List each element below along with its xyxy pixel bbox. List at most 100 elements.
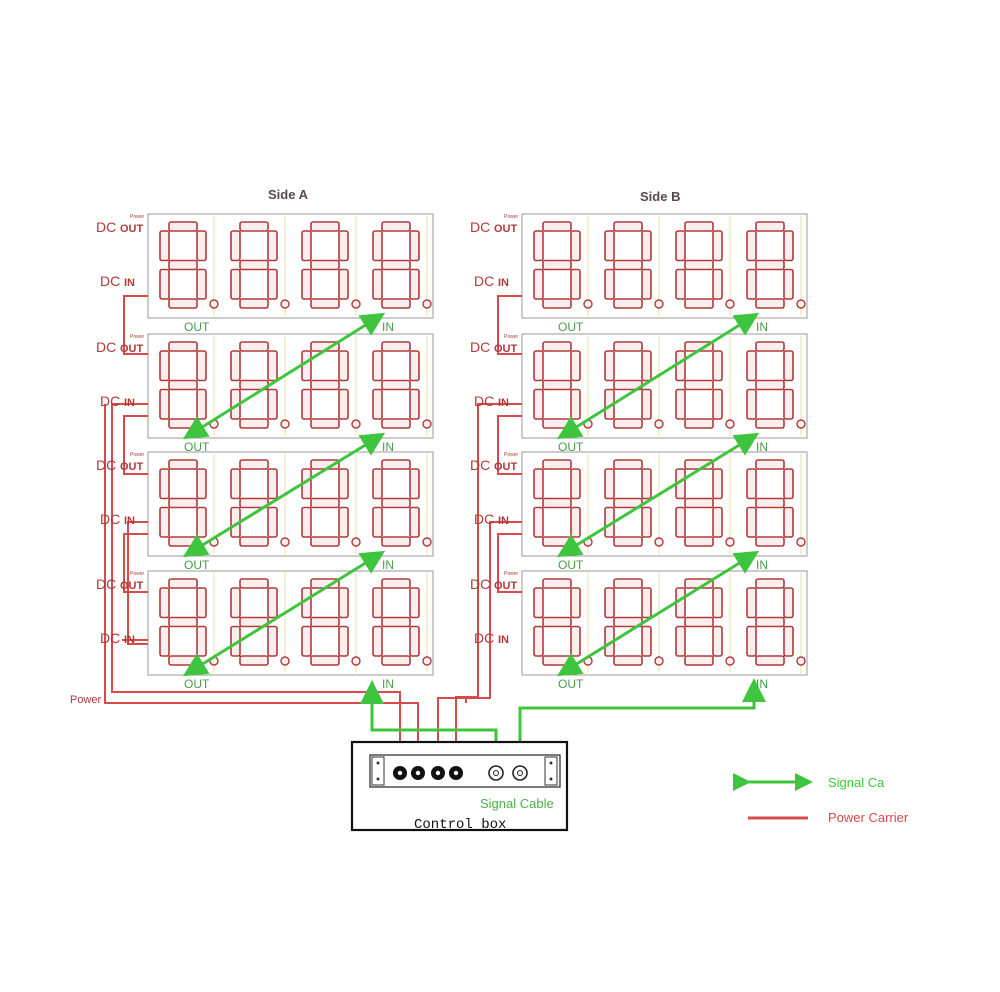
digit-segment xyxy=(159,388,170,420)
digit-segment xyxy=(168,578,198,589)
digit-segment xyxy=(168,616,198,628)
signal-out-label: OUT xyxy=(184,677,210,691)
dc-in-sub: IN xyxy=(498,277,509,289)
signal-link xyxy=(556,550,760,677)
digit-segment xyxy=(381,221,411,232)
digit-segment xyxy=(239,536,269,547)
digit-segment xyxy=(570,587,581,619)
digit-segment xyxy=(381,379,411,391)
digit-segment xyxy=(168,418,198,429)
digit-segment xyxy=(310,418,340,429)
digit-segment xyxy=(570,388,581,420)
screw-icon xyxy=(376,761,380,765)
digit-segment xyxy=(381,536,411,547)
signal-out-label: OUT xyxy=(558,558,584,572)
digit-segment xyxy=(641,350,652,382)
dc-in-sub: IN xyxy=(124,277,135,289)
dc-in-label: DC xyxy=(100,630,120,646)
display-row: Power xyxy=(130,451,434,557)
digit-segment xyxy=(196,350,207,382)
signal-link xyxy=(556,312,760,440)
dc-in-sub: IN xyxy=(498,515,509,527)
dc-in-sub: IN xyxy=(124,397,135,409)
digit-segment xyxy=(196,468,207,500)
digit-segment xyxy=(613,298,643,309)
decimal-point xyxy=(654,537,664,547)
digit-segment xyxy=(783,388,794,420)
display-row: Power xyxy=(504,451,808,557)
decimal-point xyxy=(796,537,806,547)
dc-in-sub: IN xyxy=(124,634,135,646)
digit-segment xyxy=(338,230,349,262)
digit-segment xyxy=(230,268,241,300)
power-feed xyxy=(127,521,148,645)
port-center xyxy=(435,770,441,776)
dc-jumper xyxy=(123,415,148,475)
digit-segment xyxy=(755,616,785,628)
digit-segment xyxy=(301,625,312,657)
digit-segment xyxy=(159,230,170,262)
decimal-point xyxy=(725,537,735,547)
digit-segment xyxy=(239,341,269,352)
dc-out-sub: OUT xyxy=(494,461,518,473)
signal-out-label: OUT xyxy=(184,440,210,454)
digit-segment xyxy=(641,468,652,500)
display-row: Power xyxy=(504,333,808,439)
digit-segment xyxy=(570,625,581,657)
digit-segment xyxy=(381,341,411,352)
digit-segment xyxy=(783,230,794,262)
digit-segment xyxy=(746,506,757,538)
digit-segment xyxy=(570,506,581,538)
decimal-point xyxy=(280,656,290,666)
digit-segment xyxy=(267,350,278,382)
signal-wiring xyxy=(182,312,766,765)
decimal-point xyxy=(654,299,664,309)
digit-segment xyxy=(755,341,785,352)
digit-segment xyxy=(372,388,383,420)
digit-segment xyxy=(409,468,420,500)
signal-in-label: IN xyxy=(382,677,394,691)
digit-segment xyxy=(755,379,785,391)
display-row: Power xyxy=(130,570,434,676)
digit-segment xyxy=(542,616,572,628)
digit-segment xyxy=(755,459,785,470)
digit-segment xyxy=(542,379,572,391)
digit-segment xyxy=(372,350,383,382)
panel-power-tag: Power xyxy=(504,571,519,577)
digit-segment xyxy=(409,625,420,657)
digit-segment xyxy=(712,350,723,382)
digit-segment xyxy=(168,536,198,547)
signal-out-label: OUT xyxy=(184,320,210,334)
digit-segment xyxy=(542,536,572,547)
digit-segment xyxy=(533,388,544,420)
dc-out-sub: OUT xyxy=(494,580,518,592)
control-box[interactable]: Signal Cable Control box xyxy=(350,740,569,833)
decimal-point xyxy=(583,299,593,309)
digit-segment xyxy=(684,379,714,391)
digit-segment xyxy=(746,230,757,262)
digit-segment xyxy=(381,459,411,470)
dc-jumper xyxy=(497,295,522,355)
digit-segment xyxy=(755,221,785,232)
digit-segment xyxy=(159,268,170,300)
digit-segment xyxy=(159,625,170,657)
digit-segment xyxy=(372,230,383,262)
dc-in-sub: IN xyxy=(124,515,135,527)
digit-segment xyxy=(301,388,312,420)
digit-segment xyxy=(267,388,278,420)
digit-segment xyxy=(533,230,544,262)
digit-segment xyxy=(712,625,723,657)
side-b-title: Side B xyxy=(640,189,680,204)
digit-segment xyxy=(746,625,757,657)
decimal-point xyxy=(654,419,664,429)
digit-segment xyxy=(168,497,198,509)
digit-segment xyxy=(159,506,170,538)
screw-icon xyxy=(549,777,553,781)
dc-jumper xyxy=(497,533,522,593)
dc-out-label: DC xyxy=(96,219,116,235)
digit-segment xyxy=(755,298,785,309)
decimal-point xyxy=(796,419,806,429)
digit-segment xyxy=(746,587,757,619)
digit-segment xyxy=(533,625,544,657)
